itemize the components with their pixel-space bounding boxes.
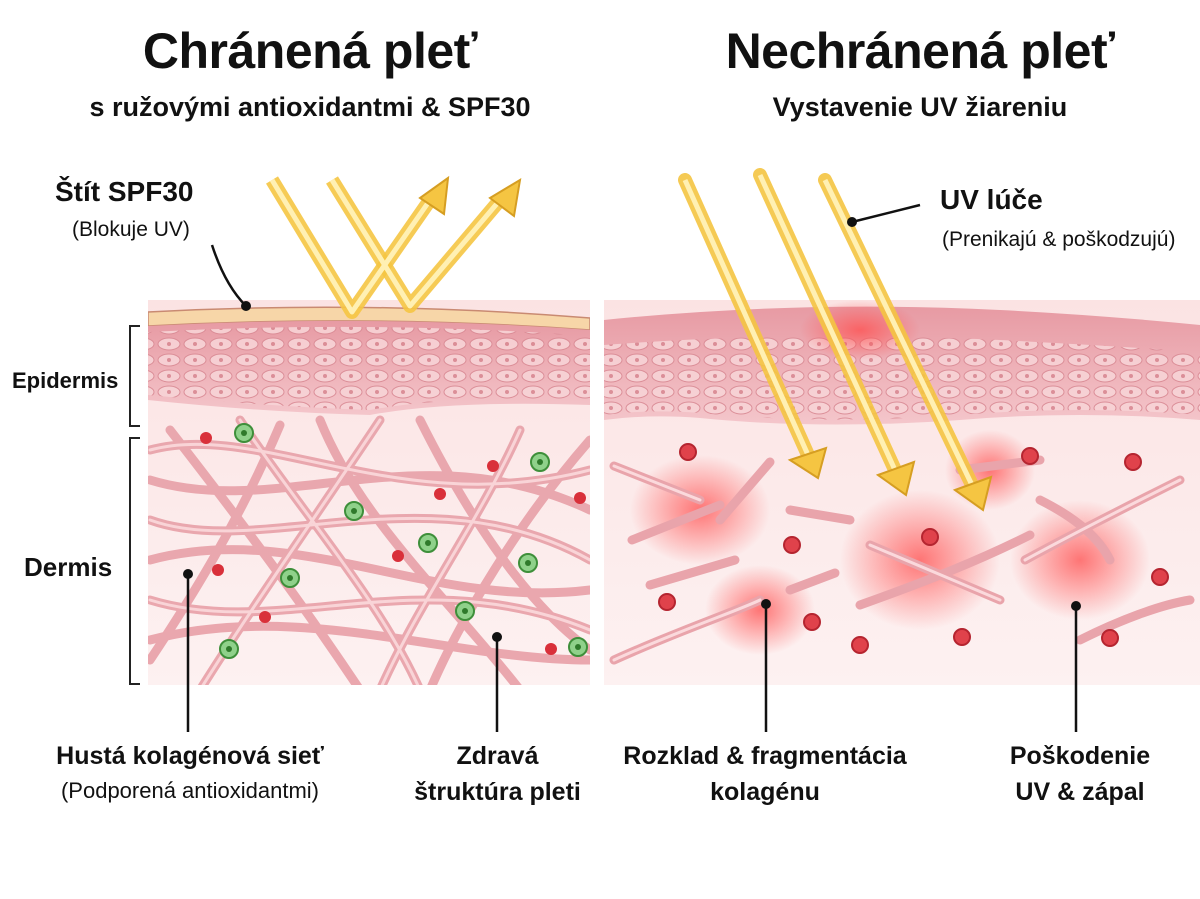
healthy-structure-label-2: štruktúra pleti [414, 778, 581, 806]
spf-shield-note: (Blokuje UV) [72, 218, 190, 241]
uv-rays-label: UV lúče [940, 184, 1043, 215]
layer-brackets [129, 325, 140, 685]
uv-damage-label-2: UV & zápal [1015, 778, 1145, 806]
right-skin-panel [604, 300, 1200, 685]
uv-rays-note: (Prenikajú & poškodzujú) [942, 228, 1176, 251]
dermis-label: Dermis [24, 552, 113, 582]
left-uv-rays [266, 175, 522, 319]
collagen-network-note: (Podporená antioxidantmi) [60, 778, 320, 803]
right-uv-rays [678, 168, 993, 512]
left-subtitle: s ružovými antioxidantmi & SPF30 [89, 92, 531, 122]
epidermis-label: Epidermis [12, 368, 119, 393]
left-skin-panel [148, 300, 590, 685]
uv-damage-label-1: Poškodenie [1009, 742, 1151, 770]
collagen-network-label: Hustá kolagénová sieť [56, 742, 324, 770]
healthy-structure-label-1: Zdravá [456, 742, 539, 770]
leader-lines [186, 203, 1078, 732]
left-title: Chránená pleť [142, 23, 478, 79]
right-title: Nechránená pleť [725, 23, 1115, 79]
spf-shield-label: Štít SPF30 [55, 176, 194, 207]
collagen-breakdown-label-2: kolagénu [710, 778, 820, 806]
collagen-breakdown-label-1: Rozklad & fragmentácia [623, 742, 907, 770]
right-subtitle: Vystavenie UV žiareniu [772, 92, 1068, 122]
